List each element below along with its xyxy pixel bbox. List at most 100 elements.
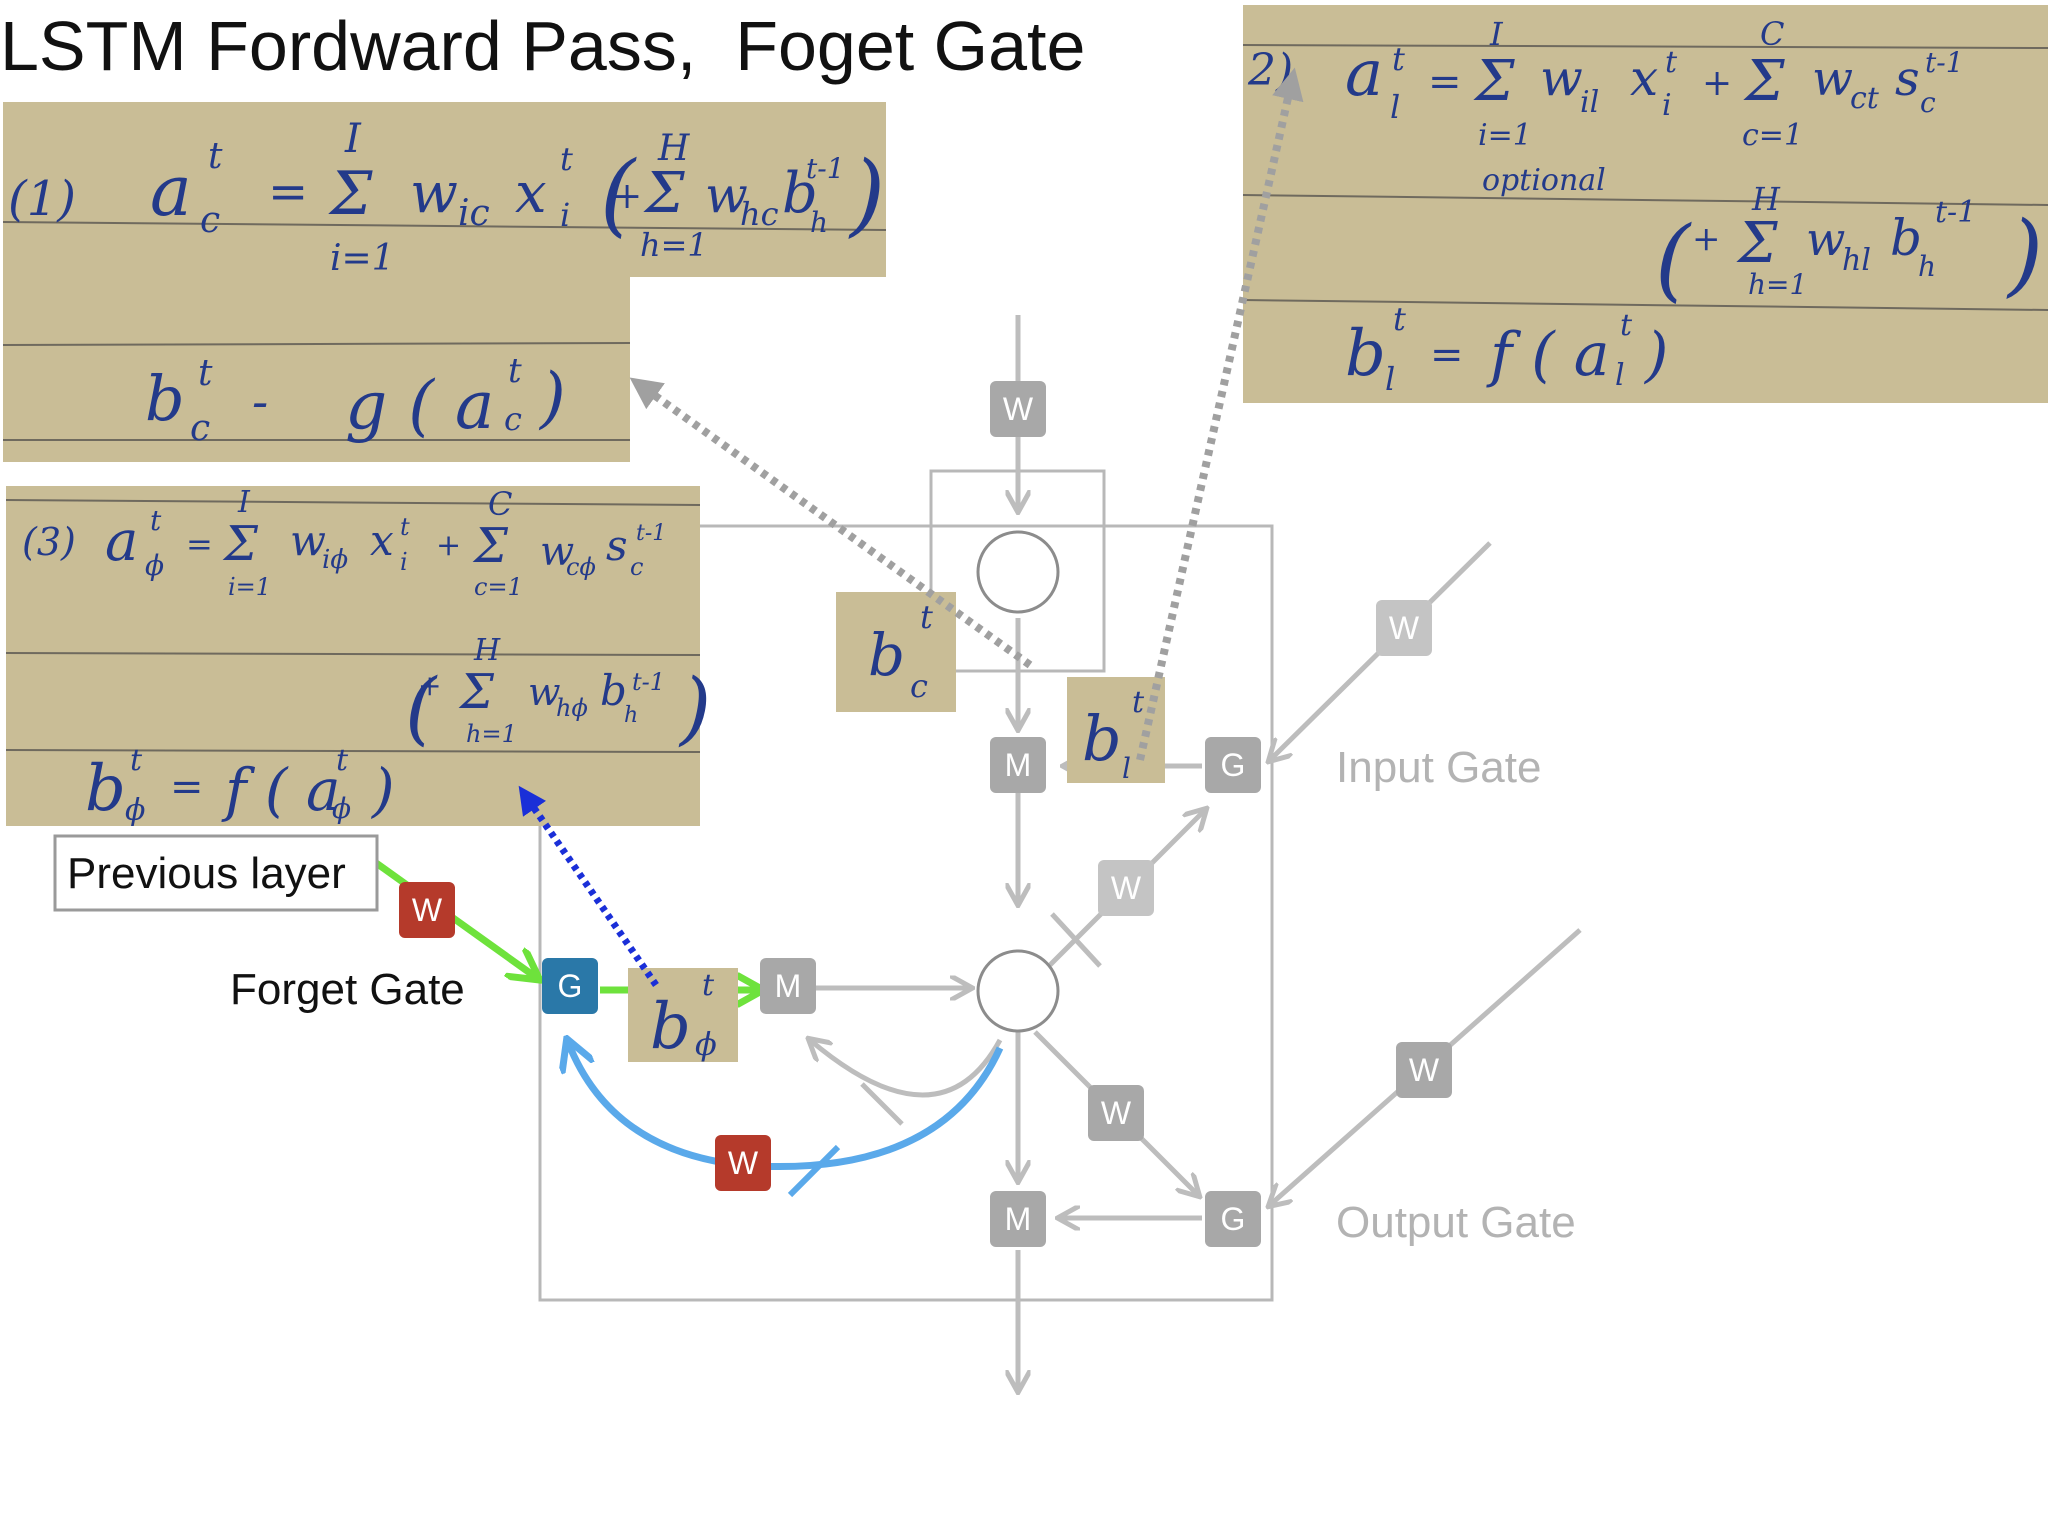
eq1b-var-sub: h [1918, 250, 1936, 283]
svg-text:): ) [848, 142, 885, 247]
bc-var: b [868, 621, 905, 689]
eq1-term1: w [410, 161, 458, 226]
eq-number: (1) [8, 171, 76, 227]
eq1-term1-sub: iϕ [322, 545, 348, 575]
svg-text:W: W [1389, 610, 1420, 646]
weight-node-recurrent: W [715, 1135, 771, 1191]
weight-node-previous-layer: W [399, 882, 455, 938]
photo-b-phi: b t ϕ [628, 968, 738, 1064]
eq1-term1-var-sup: t [560, 140, 573, 178]
output-gate-label: Output Gate [1336, 1198, 1576, 1247]
multiply-node-input: M [990, 737, 1046, 793]
eq2-lhs-sub: ϕ [125, 793, 145, 828]
eq2-lhs: b [145, 362, 185, 435]
eq1-sum2-bottom: h=1 [640, 226, 708, 264]
eq1b-sum-top: H [473, 633, 501, 668]
bl-sup: t [1132, 685, 1145, 720]
photo-b-l: b t l [1067, 677, 1165, 785]
svg-text:+: + [1692, 219, 1721, 259]
previous-layer-box [53, 834, 379, 912]
svg-text:W: W [412, 892, 443, 928]
eq1b-var-sup: t-1 [632, 668, 665, 696]
svg-text:=: = [170, 764, 204, 810]
bc-sub: c [910, 667, 928, 705]
eq2-lhs-sup: t [1393, 300, 1406, 338]
svg-text:W: W [1003, 391, 1034, 427]
svg-text:Σ: Σ [328, 159, 373, 229]
bl-var: b [1082, 702, 1122, 775]
previous-layer-label: Previous layer [67, 849, 346, 898]
svg-text:M: M [775, 968, 802, 1004]
input-gate-label: Input Gate [1336, 743, 1541, 792]
svg-text:): ) [678, 661, 711, 754]
eq1-lhs-sup: t [150, 504, 162, 537]
eq1-sum2-bottom: c=1 [474, 573, 523, 601]
eq1-term2-var-sup: t-1 [636, 521, 666, 546]
svg-text:=: = [1430, 332, 1464, 378]
eq1b-var: b [600, 666, 627, 715]
eq1-term1-var-sup: t [400, 513, 410, 541]
svg-text:+: + [1702, 63, 1732, 104]
eq2-close: ) [1643, 320, 1668, 390]
eq1-term2-sub: ct [1850, 81, 1880, 116]
eq2-lhs-sub: c [190, 408, 210, 449]
photo-forget-gate: (3) a t ϕ = I Σ i=1 w iϕ x t i + C Σ c=1… [5, 485, 711, 828]
eq2-lhs: b [1345, 317, 1386, 391]
eq1-sum1-top: I [237, 485, 251, 520]
svg-text:G: G [558, 968, 583, 1004]
eq1b-term: w [1806, 212, 1845, 266]
eq1-lhs-sub: c [200, 200, 220, 241]
eq2-lhs: b [85, 752, 126, 826]
eq1-term2-sub: cϕ [566, 553, 596, 581]
weight-node-input-gate-external: W [1376, 600, 1432, 656]
eq2-close: ) [370, 756, 395, 824]
svg-text:): ) [2006, 202, 2043, 307]
eq1-term2: w [1812, 51, 1853, 107]
eq1-term1-var-sub: i [1662, 88, 1672, 123]
eq1-term2-var: b [782, 161, 818, 226]
svg-text:M: M [1005, 1201, 1032, 1237]
svg-text:Σ: Σ [222, 516, 259, 572]
weight-node-output-gate-internal: W [1088, 1085, 1144, 1141]
svg-text:+: + [436, 528, 461, 563]
eq1-sum1-bottom: i=1 [1478, 118, 1532, 153]
eq2-rhs-sub: ϕ [332, 792, 351, 825]
bc-sup: t [920, 598, 933, 636]
eq1-sum1-top: I [344, 116, 362, 162]
eq1-term1: w [1540, 49, 1583, 107]
eq1b-var-sup: t-1 [1935, 195, 1976, 230]
svg-text:Σ: Σ [458, 664, 495, 720]
eq1-term1-var: x [370, 516, 394, 565]
eq1-term1-var-sup: t [1665, 45, 1678, 80]
eq1-term1-var-sub: i [560, 196, 570, 234]
eq1-lhs-sup: t [1392, 40, 1405, 78]
eq1-sum1-bottom: i=1 [228, 573, 271, 601]
multiply-node-forget: M [760, 958, 816, 1014]
cell-outer-frame [538, 524, 1274, 1302]
photo-cell-input: (1) a t c = I Σ i=1 w ic x t i ( + H Σ h… [2, 102, 887, 462]
eq1-sum2-top: C [1760, 15, 1784, 53]
forget-gate-label: Forget Gate [230, 965, 465, 1014]
eq1-sum1-bottom: i=1 [330, 238, 395, 279]
svg-text:(: ( [405, 661, 438, 754]
svg-text:+: + [418, 669, 441, 702]
eq1-term2-var-sub: h [810, 206, 828, 239]
page-title: LSTM Fordward Pass, Foget Gate [0, 7, 1086, 85]
eq2-rhs-sup: t [508, 351, 522, 391]
pointer-input-gate [1136, 67, 1304, 761]
svg-text:G: G [1221, 1201, 1246, 1237]
svg-text:Σ: Σ [643, 161, 685, 226]
eq1-sum2-top: C [488, 485, 512, 523]
eq1b-var-sub: h [624, 703, 638, 728]
eq1b-sum-bottom: h=1 [1748, 268, 1807, 301]
eq1-term2-var-sub: c [630, 553, 643, 581]
eq1-term1: w [290, 516, 326, 565]
eq2-lhs-sub: l [1385, 360, 1395, 398]
multiply-node-output: M [990, 1191, 1046, 1247]
eq-number: (3) [22, 520, 76, 564]
eq2-rhs-sub: l [1615, 358, 1625, 393]
eq1-term2-var: s [1895, 51, 1920, 107]
eq2-rhs: f ( a [221, 756, 341, 824]
eq1-sum1-top: I [1489, 15, 1504, 53]
eq1-lhs: a [105, 509, 138, 574]
